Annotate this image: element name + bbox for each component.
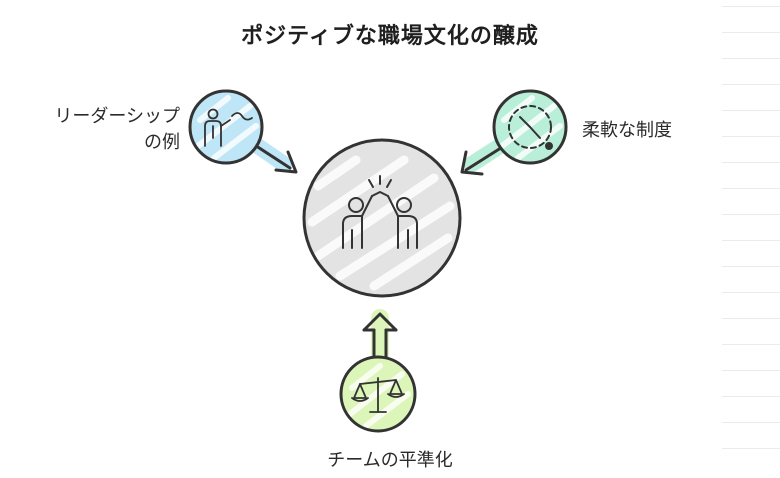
team-node [339,309,417,433]
center-hatching [307,155,455,291]
team-label: チームの平準化 [327,450,453,471]
center-node [302,138,462,298]
ruled-line [722,32,780,33]
diagram-title: ポジティブな職場文化の醸成 [241,24,539,49]
ruled-line [722,214,780,215]
flex-label: 柔軟な制度 [582,120,672,141]
ruled-line [722,136,780,137]
flex-node [460,89,568,176]
team-circle-outline [339,355,417,433]
ruled-line [722,6,780,7]
leadership-label-line1: リーダーシップ [54,106,180,127]
leadership-node [188,89,298,174]
leadership-circle-outline [188,89,264,165]
high-five-icon [342,175,418,249]
center-circle-outline [302,138,462,298]
ruled-line [722,110,780,111]
leadership-label: リーダーシップ の例 [10,104,180,156]
team-arrow [362,309,398,369]
ruled-line [722,58,780,59]
flex-circle-outline [492,89,568,165]
ruled-line [722,84,780,85]
ruled-line [722,370,780,371]
ruled-line [722,318,780,319]
ruled-line [722,240,780,241]
ruled-line [722,422,780,423]
ruled-line [722,344,780,345]
ruled-line [722,292,780,293]
clock-icon [508,105,553,150]
balance-scale-icon [351,377,405,413]
ruled-line [722,188,780,189]
ruled-line [722,396,780,397]
ruled-line [722,448,780,449]
leadership-label-line2: の例 [144,132,180,153]
ruled-line [722,162,780,163]
ruled-line [722,266,780,267]
presenter-icon [204,108,253,147]
